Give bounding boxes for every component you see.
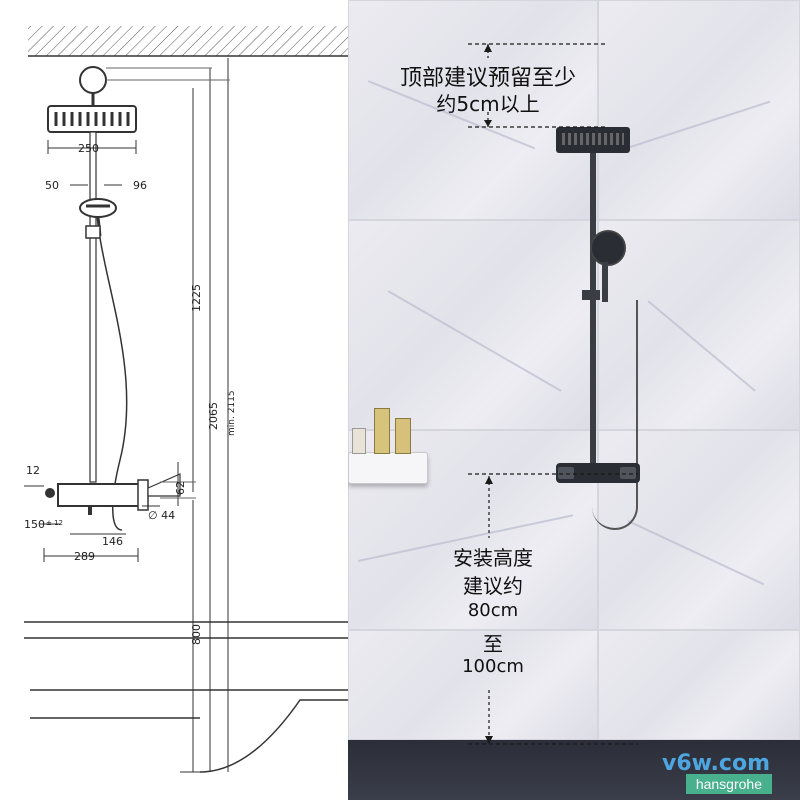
photo-mixer [556,463,640,483]
dim-outlet: 150 [24,518,45,531]
slider-holder [85,225,101,239]
top-clearance-note-line2: 约5cm以上 [436,92,540,116]
marble-tile [598,0,800,220]
dim-offset: 12 [26,464,40,477]
bottle [374,408,390,454]
marble-tile [348,630,598,740]
install-height-suggest: 建议约 [463,574,523,598]
photo-hand-shower-handle [602,262,608,302]
dim-floor-height: 800 [190,624,203,645]
riser-pipe [89,131,97,483]
shelf-tray [147,473,181,497]
hand-shower-head [79,198,117,218]
photo-slider [582,290,600,300]
marble-tile [348,0,598,220]
installation-photo: 顶部建议预留至少 约5cm以上 安装高度 建议约 80cm 至 100cm v6… [348,0,800,800]
photo-mixer-knob [620,467,636,479]
marble-tile [348,220,598,430]
dim-height-1225: 1225 [190,284,203,312]
shower-hose [99,237,128,531]
photo-annotation-lines [468,43,638,745]
dim-pipe-diameter: ∅ 44 [148,509,175,522]
install-height-to: 至 [483,632,503,656]
technical-drawing: 250 50 96 62 ∅ 44 146 289 150 ± 12 12 12… [0,0,348,800]
marble-tile [598,630,800,740]
rain-head-nozzles [54,112,130,126]
diverter-knob [45,488,55,498]
ceiling-hatch [28,26,348,56]
top-clearance-note: 顶部建议预留至少 [399,66,576,91]
dim-mixer-width: 289 [74,550,95,563]
dim-hand-right: 96 [133,179,147,192]
dim-height-2065: 2065 [207,402,220,430]
thermostat-mixer [57,483,143,507]
wall-shelf [348,452,428,484]
install-height-max: 100cm [462,656,524,677]
rain-shower-head [47,105,137,133]
dim-outlet-tolerance: ± 12 [46,519,63,527]
ceiling-bracket [79,66,107,94]
photo-mixer-knob [558,467,574,479]
brand-logo: hansgrohe [685,774,772,794]
install-height-label: 安装高度 [453,546,533,570]
bottle [395,418,411,454]
site-watermark: v6w.com [661,751,770,776]
photo-hose [592,300,638,530]
drawing-canvas: 250 50 96 62 ∅ 44 146 289 150 ± 12 12 12… [24,26,348,773]
dim-head-width: 250 [78,142,99,155]
dim-height-min: min. 2115 [227,390,237,436]
photo-rain-nozzles [562,133,624,145]
bottle [352,428,366,454]
install-height-min: 80cm [467,600,519,621]
photo-hand-shower [590,230,626,266]
dim-mixer-depth: 146 [102,535,123,548]
dimension-lines [24,58,230,773]
dim-mixer-height: 62 [174,481,187,495]
dim-hand-left: 50 [45,179,59,192]
